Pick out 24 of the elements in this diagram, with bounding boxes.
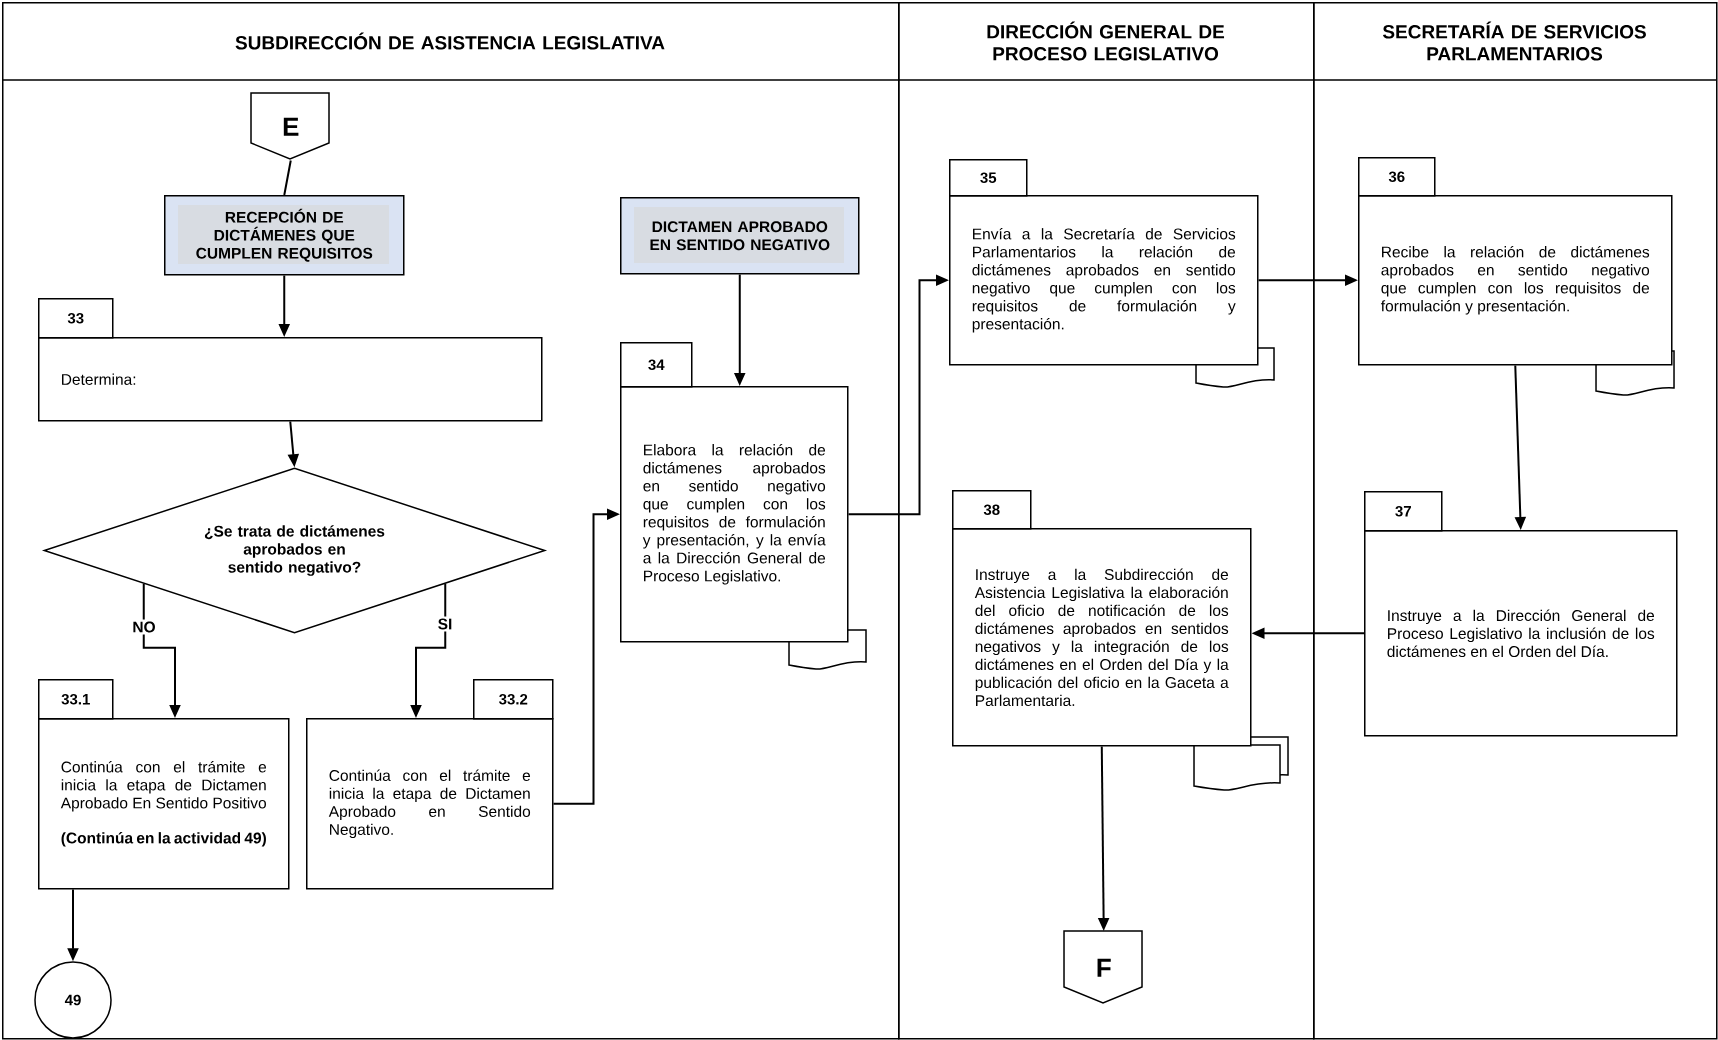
number-tab: 38 (952, 490, 1032, 530)
process-box: Instruye a la Dirección General de Proceso Legislativo la inclusión de los dictámenes en el Orden del Día. (1364, 530, 1678, 737)
number-tab: 33.2 (473, 679, 554, 720)
off-page-connector: E (250, 92, 330, 160)
number-tab: 35 (949, 159, 1028, 197)
lane-heading: SECRETARÍA DE SERVICIOS PARLAMENTARIOS (1382, 21, 1646, 61)
process-box: Recibe la relación de dictámenes aprobados en sentido negativo que cumplen con los requisitos de formulación y presentación. (1358, 195, 1673, 366)
process-box: Envía a la Secretaría de Servicios Parlamentarios la relación de dictámenes aprobados en sentido negativo que cumplen con los requisitos de formulación y presentación. (949, 195, 1259, 366)
number-tab: 34 (620, 342, 693, 388)
process-box: Continúa con el trámite e inicia la etapa de Dictamen Aprobado En Sentido Positivo (Continúa en la actividad 49) (38, 718, 290, 890)
stage-box: DICTAMEN APROBADO EN SENTIDO NEGATIVO (620, 197, 860, 275)
edge-label: SI (435, 616, 455, 632)
number-tab: 36 (1358, 157, 1436, 197)
off-page-connector: F (1063, 930, 1143, 1004)
process-box: Continúa con el trámite e inicia la etapa de Dictamen Aprobado en Sentido Negativo. (306, 718, 554, 890)
stage-box: RECEPCIÓN DE DICTÁMENES QUE CUMPLEN REQUISITOS (164, 195, 405, 276)
number-tab: 33 (38, 298, 114, 339)
number-tab: 37 (1364, 491, 1443, 532)
process-box: Elabora la relación de dictámenes aprobados en sentido negativo que cumplen con los requisitos de formulación y presentación, y la envía a la Dirección General de Proceso Legislativo. (620, 386, 849, 643)
process-box: Instruye a la Subdirección de Asistencia Legislativa la elaboración del oficio de notificación de los dictámenes aprobados en sentidos negativos y la integración de los dictámenes en el Orden del Día y la publicación del oficio en la Gaceta a Parlamentaria. (952, 528, 1252, 747)
number-tab: 33.1 (38, 679, 114, 720)
edge-label: NO (130, 619, 158, 635)
lane-heading: SUBDIRECCIÓN DE ASISTENCIA LEGISLATIVA (235, 32, 665, 50)
lane-heading: DIRECCIÓN GENERAL DE PROCESO LEGISLATIVO (987, 21, 1225, 61)
